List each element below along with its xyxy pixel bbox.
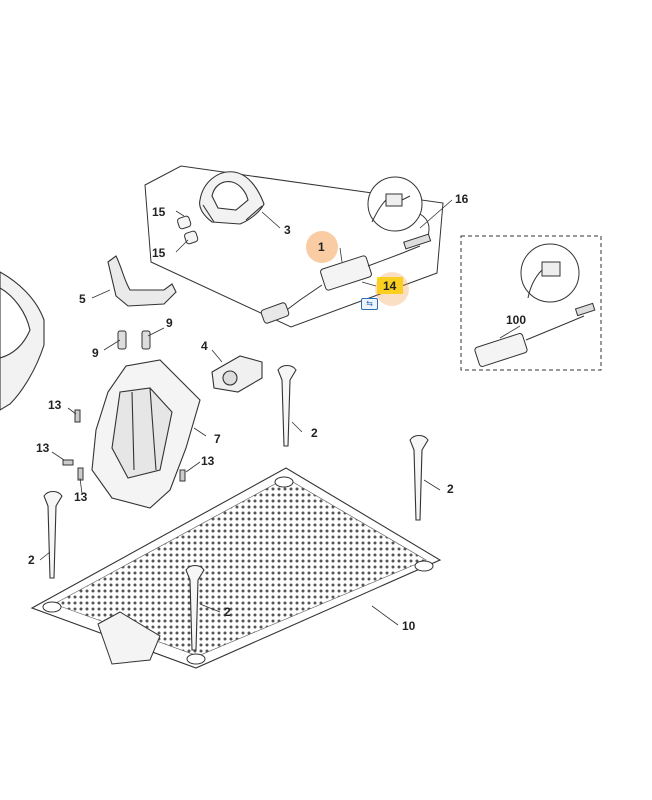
callout-2-c: 2 — [28, 553, 35, 567]
part-5-bracket — [107, 255, 177, 307]
callout-2-a: 2 — [311, 426, 318, 440]
part-9-contacts — [117, 330, 151, 350]
part-100-power-supply — [474, 243, 596, 367]
callout-15-b: 15 — [152, 246, 166, 260]
part-3-cover — [199, 171, 265, 225]
callout-15-a: 15 — [152, 205, 166, 219]
info-arrow-icon[interactable]: ⇆ — [361, 298, 378, 310]
callout-13-c: 13 — [74, 490, 88, 504]
callout-14-highlight — [377, 277, 403, 294]
callout-14[interactable]: 14 — [383, 279, 397, 293]
callout-10: 10 — [402, 619, 416, 633]
callout-1-highlight — [306, 231, 338, 263]
callout-4: 4 — [201, 339, 208, 353]
callout-5: 5 — [79, 292, 86, 306]
callout-7: 7 — [214, 432, 221, 446]
callout-13-b: 13 — [36, 441, 50, 455]
callout-9-b: 9 — [166, 316, 173, 330]
callout-1[interactable]: 1 — [318, 240, 325, 254]
callout-2-b: 2 — [447, 482, 454, 496]
part-13-screws — [62, 409, 186, 482]
part-7-chassis — [91, 359, 201, 509]
callout-16: 16 — [455, 192, 469, 206]
part-2-pegs — [43, 364, 429, 651]
callout-100: 100 — [506, 313, 527, 327]
callout-13-d: 13 — [201, 454, 215, 468]
callout-13-a: 13 — [48, 398, 62, 412]
callout-9-a: 9 — [92, 346, 99, 360]
callout-3: 3 — [284, 223, 291, 237]
mower-body-partial — [0, 271, 45, 411]
callout-2-d: 2 — [224, 605, 231, 619]
part-1-power-supply — [260, 233, 432, 324]
part-4-plug — [211, 355, 263, 393]
leader-lines — [39, 199, 521, 626]
callout-14-highlight-circle — [375, 272, 409, 306]
part-10-base-plate — [30, 467, 442, 669]
